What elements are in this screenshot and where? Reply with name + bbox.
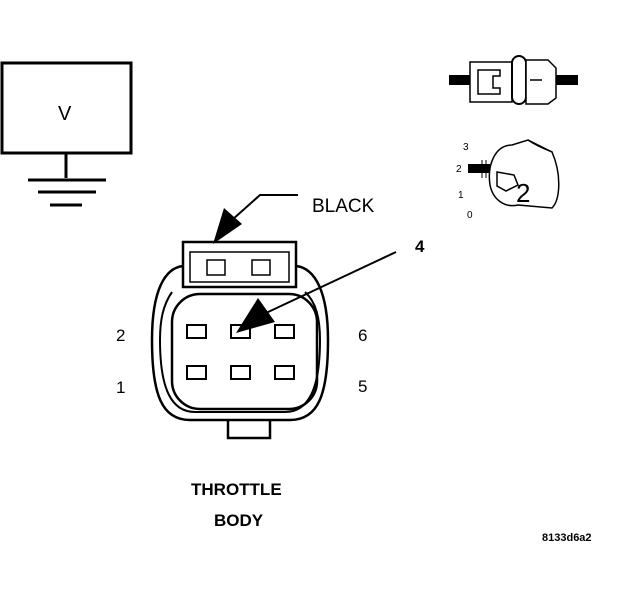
terminal-cavities bbox=[186, 324, 295, 380]
black-wire-leader bbox=[213, 194, 298, 244]
cavity-number-top-right: 6 bbox=[358, 326, 368, 345]
dial-value: 2 bbox=[516, 178, 531, 208]
cavity-2 bbox=[186, 324, 207, 339]
dial-scale-0: 0 bbox=[467, 210, 473, 221]
position-dial-icon bbox=[468, 139, 560, 209]
wire-color-label: BLACK bbox=[312, 196, 375, 217]
figure-id: 8133d6a2 bbox=[542, 532, 592, 544]
callout-4-arrow bbox=[236, 251, 397, 333]
cavity-3 bbox=[230, 365, 251, 380]
dial-scale-1: 1 bbox=[458, 190, 464, 201]
cavity-number-top-left: 2 bbox=[116, 326, 126, 345]
cavity-5 bbox=[274, 365, 295, 380]
component-name-line1: THROTTLE bbox=[191, 480, 282, 499]
dial-scale-2: 2 bbox=[456, 164, 462, 175]
probe-connector-icon bbox=[449, 55, 578, 105]
cavity-1 bbox=[186, 365, 207, 380]
voltmeter-symbol bbox=[0, 61, 133, 207]
connector-housing bbox=[150, 240, 330, 440]
component-name-line2: BODY bbox=[214, 511, 264, 530]
voltmeter-label: V bbox=[58, 103, 72, 125]
dial-scale-3: 3 bbox=[463, 142, 469, 153]
cavity-6 bbox=[274, 324, 295, 339]
callout-number: 4 bbox=[415, 237, 425, 256]
cavity-number-bottom-right: 5 bbox=[358, 377, 368, 396]
cavity-number-bottom-left: 1 bbox=[116, 378, 126, 397]
